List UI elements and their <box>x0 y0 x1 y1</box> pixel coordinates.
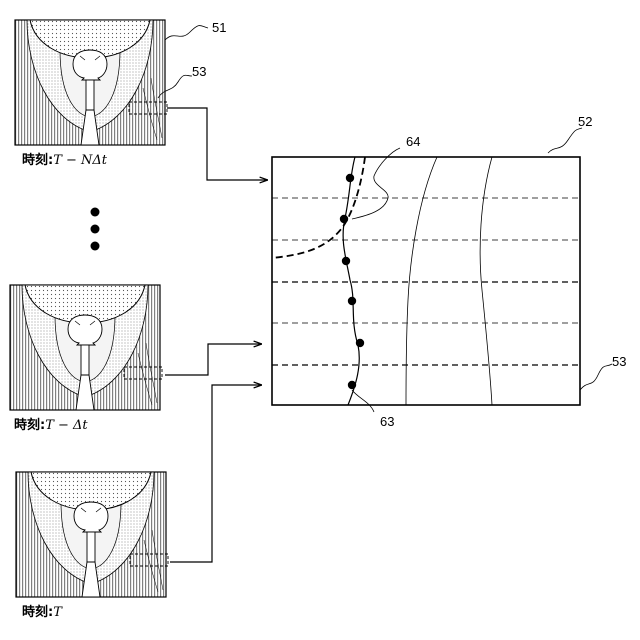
frame-label-2: 時刻:T − Δt <box>14 417 88 433</box>
frame-t <box>16 472 168 597</box>
ref-53-frame: 53 <box>192 64 206 79</box>
ref-63: 63 <box>380 414 394 429</box>
frame-t-minus-dt <box>10 285 162 410</box>
leader-53-graph <box>580 364 612 390</box>
frame-t-minus-n-dt <box>15 20 167 145</box>
arrow-frame-1 <box>167 108 268 180</box>
ref-52: 52 <box>578 114 592 129</box>
leader-51 <box>165 26 208 41</box>
frame-label-3: 時刻:T <box>22 604 63 620</box>
ref-53-graph: 53 <box>612 354 626 369</box>
arrow-frame-2 <box>165 344 262 375</box>
leader-52 <box>548 128 582 153</box>
ellipsis-dots <box>91 208 100 251</box>
ref-51: 51 <box>212 20 226 35</box>
frame-label-1: 時刻:T − NΔt <box>22 152 108 168</box>
graph-panel <box>272 157 580 405</box>
arrow-frame-3 <box>170 385 262 562</box>
ref-64: 64 <box>406 134 420 149</box>
